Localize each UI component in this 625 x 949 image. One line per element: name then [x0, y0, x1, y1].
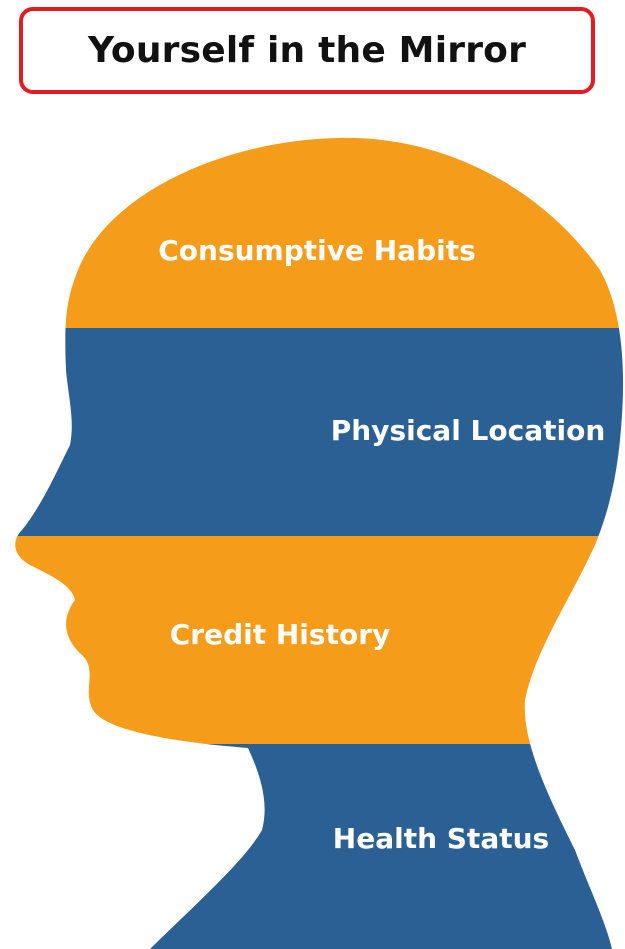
page-title: Yourself in the Mirror — [87, 30, 527, 71]
label-health-status: Health Status — [333, 822, 549, 855]
band-credit-history — [15, 536, 624, 744]
title-box: Yourself in the Mirror — [19, 7, 595, 94]
label-credit-history: Credit History — [170, 618, 391, 651]
label-physical-location: Physical Location — [331, 414, 606, 447]
label-consumptive-habits: Consumptive Habits — [158, 234, 476, 267]
band-consumptive-habits — [15, 137, 624, 328]
band-physical-location — [15, 328, 624, 536]
